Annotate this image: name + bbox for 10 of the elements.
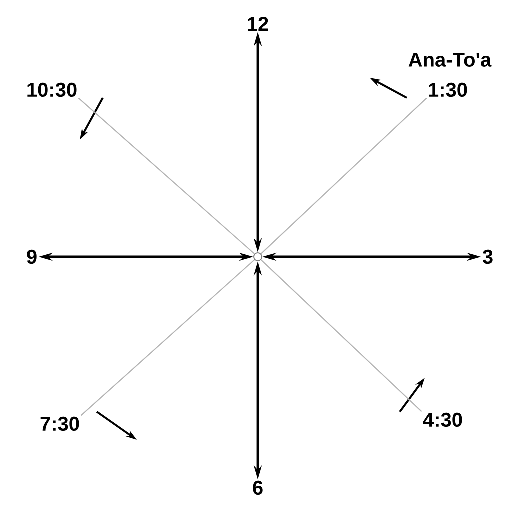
clock-label: 9 bbox=[27, 250, 37, 264]
caption-label: Ana-To'a bbox=[408, 53, 492, 67]
clock-label: 10:30 bbox=[28, 82, 77, 98]
clock-label: 1:30 bbox=[429, 82, 468, 98]
clock-label: 7:30 bbox=[40, 416, 80, 432]
clock-label: 6 bbox=[253, 480, 263, 496]
clock-label: 3 bbox=[482, 250, 493, 264]
clock-label: 12 bbox=[248, 17, 268, 31]
center-circle bbox=[254, 252, 262, 262]
clock-label: 4:30 bbox=[423, 412, 462, 428]
